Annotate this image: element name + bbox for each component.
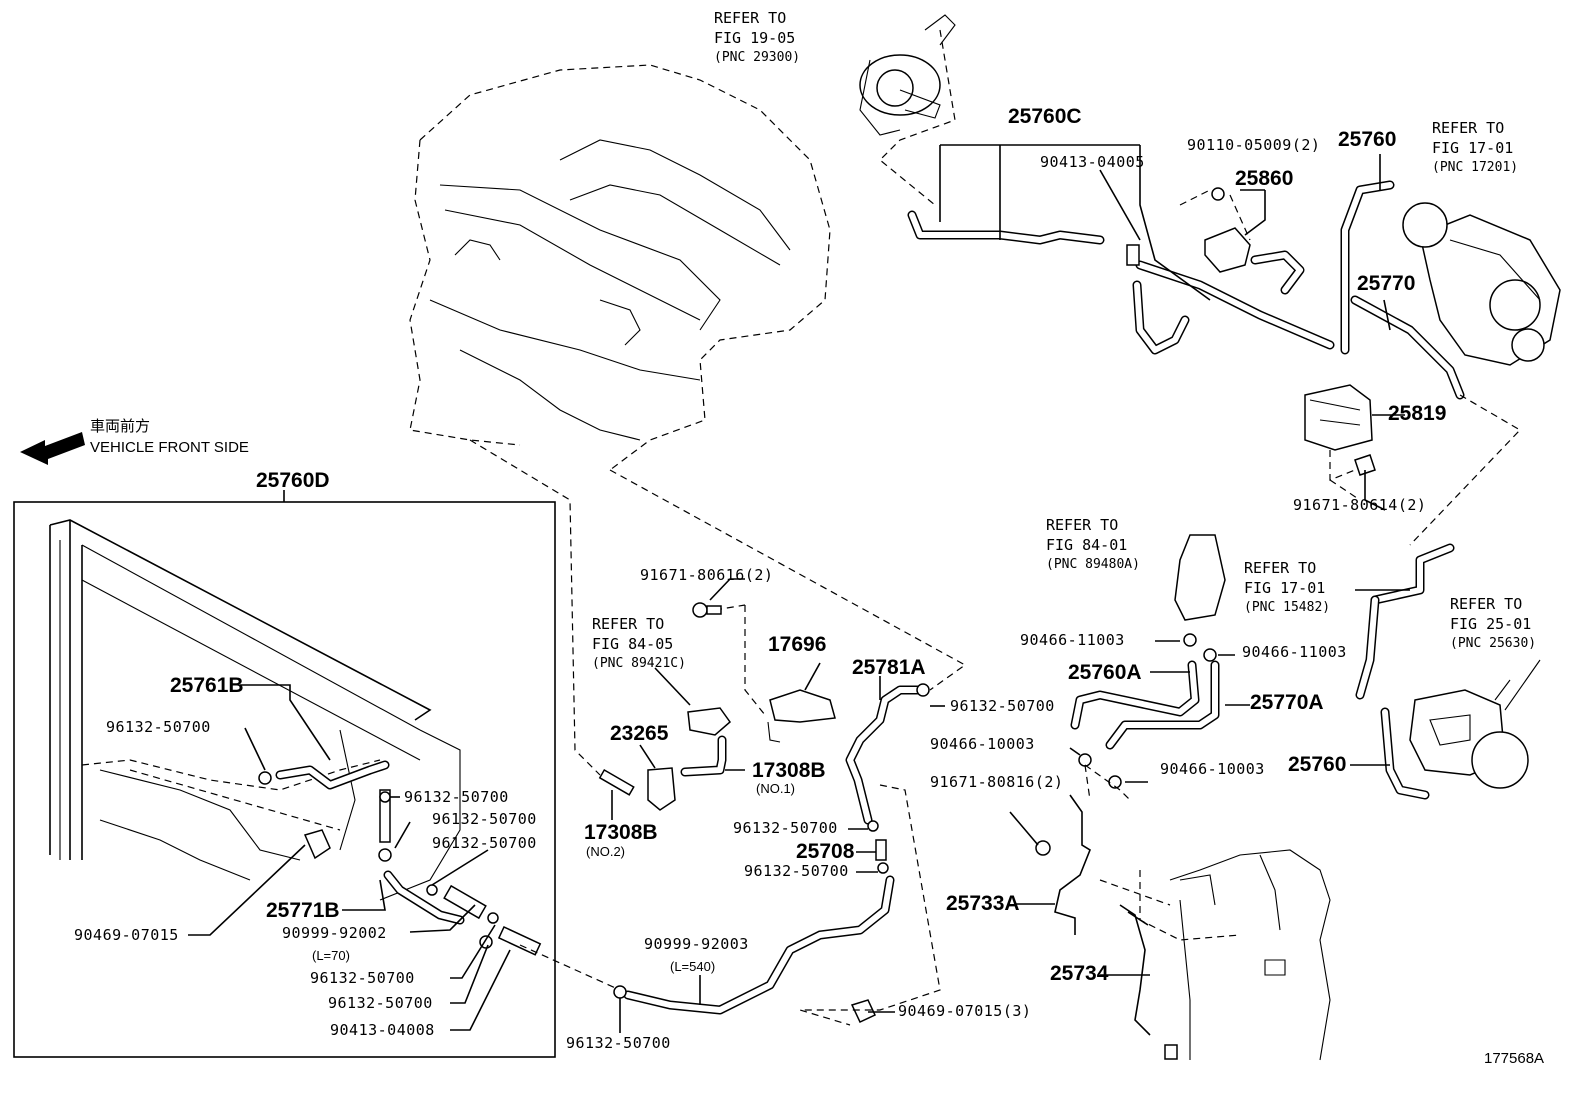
label-91671-80616: 91671-80616(2) <box>640 566 774 584</box>
label-90999-92002: 90999-92002 <box>282 924 387 942</box>
label-90413-04008: 90413-04008 <box>330 1021 435 1039</box>
front-arrow-icon <box>20 432 85 465</box>
label-25819: 25819 <box>1388 402 1447 425</box>
radiator <box>49 519 461 901</box>
label-17308B-no1: 17308B <box>752 759 826 782</box>
label-96132-50700-e: 96132-50700 <box>310 969 415 987</box>
label-25760-bottom: 25760 <box>1288 753 1347 776</box>
label-96132-50700-i: 96132-50700 <box>744 862 849 880</box>
engine-outline <box>409 64 831 471</box>
label-90466-10003-b: 90466-10003 <box>1160 760 1265 778</box>
tube-25760C <box>907 210 1335 355</box>
label-96132-50700-a: 96132-50700 <box>106 718 211 736</box>
turbocharger <box>1402 202 1561 366</box>
valve-25860 <box>1204 187 1305 295</box>
label-90469-07015: 90469-07015 <box>74 926 179 944</box>
vacuum-pump <box>859 14 956 136</box>
label-90999-92002-length: (L=70) <box>312 948 350 963</box>
label-25760-top: 25760 <box>1338 128 1397 151</box>
label-25860: 25860 <box>1235 167 1294 190</box>
label-90999-92003-length: (L=540) <box>670 959 716 974</box>
middle-parts <box>598 602 930 1023</box>
label-96132-50700-f: 96132-50700 <box>328 994 433 1012</box>
label-90466-10003-a: 90466-10003 <box>930 735 1035 753</box>
label-91671-80614: 91671-80614(2) <box>1293 496 1427 514</box>
label-25771B: 25771B <box>266 899 340 922</box>
label-17308B-no2: 17308B <box>584 821 658 844</box>
label-96132-50700-d: 96132-50700 <box>432 834 537 852</box>
label-23265: 23265 <box>610 722 669 745</box>
egr-valve <box>1409 659 1541 789</box>
label-17308B-no1-note: (NO.1) <box>756 781 795 796</box>
label-25760D: 25760D <box>256 469 330 492</box>
label-90469-07015-3: 90469-07015(3) <box>898 1002 1032 1020</box>
label-17308B-no2-note: (NO.2) <box>586 844 625 859</box>
label-91671-80816: 91671-80816(2) <box>930 773 1064 791</box>
label-25761B: 25761B <box>170 674 244 697</box>
label-25733A: 25733A <box>946 892 1020 915</box>
label-96132-50700-h: 96132-50700 <box>733 819 838 837</box>
label-25770: 25770 <box>1357 272 1416 295</box>
label-90466-11003-b: 90466-11003 <box>1242 643 1347 661</box>
label-96132-50700-g: 96132-50700 <box>950 697 1055 715</box>
label-25708: 25708 <box>796 840 855 863</box>
label-25734: 25734 <box>1050 962 1109 985</box>
label-25781A: 25781A <box>852 656 926 679</box>
label-25770A: 25770A <box>1250 691 1324 714</box>
label-96132-50700-b: 96132-50700 <box>404 788 509 806</box>
label-25760A: 25760A <box>1068 661 1142 684</box>
label-90110-05009: 90110-05009(2) <box>1187 136 1321 154</box>
label-90999-92003: 90999-92003 <box>644 935 749 953</box>
inset-box <box>13 501 556 1058</box>
label-25760C: 25760C <box>1008 105 1082 128</box>
bracket-89480A <box>1174 534 1226 621</box>
label-90466-11003-a: 90466-11003 <box>1020 631 1125 649</box>
label-90413-04005: 90413-04005 <box>1040 153 1145 171</box>
label-96132-50700-c: 96132-50700 <box>432 810 537 828</box>
label-17696: 17696 <box>768 633 827 656</box>
figure-number: 177568A <box>1484 1050 1545 1067</box>
vsv-25819 <box>1304 384 1376 476</box>
label-96132-50700-j: 96132-50700 <box>566 1034 671 1052</box>
transmission-outline <box>1169 849 1331 1061</box>
